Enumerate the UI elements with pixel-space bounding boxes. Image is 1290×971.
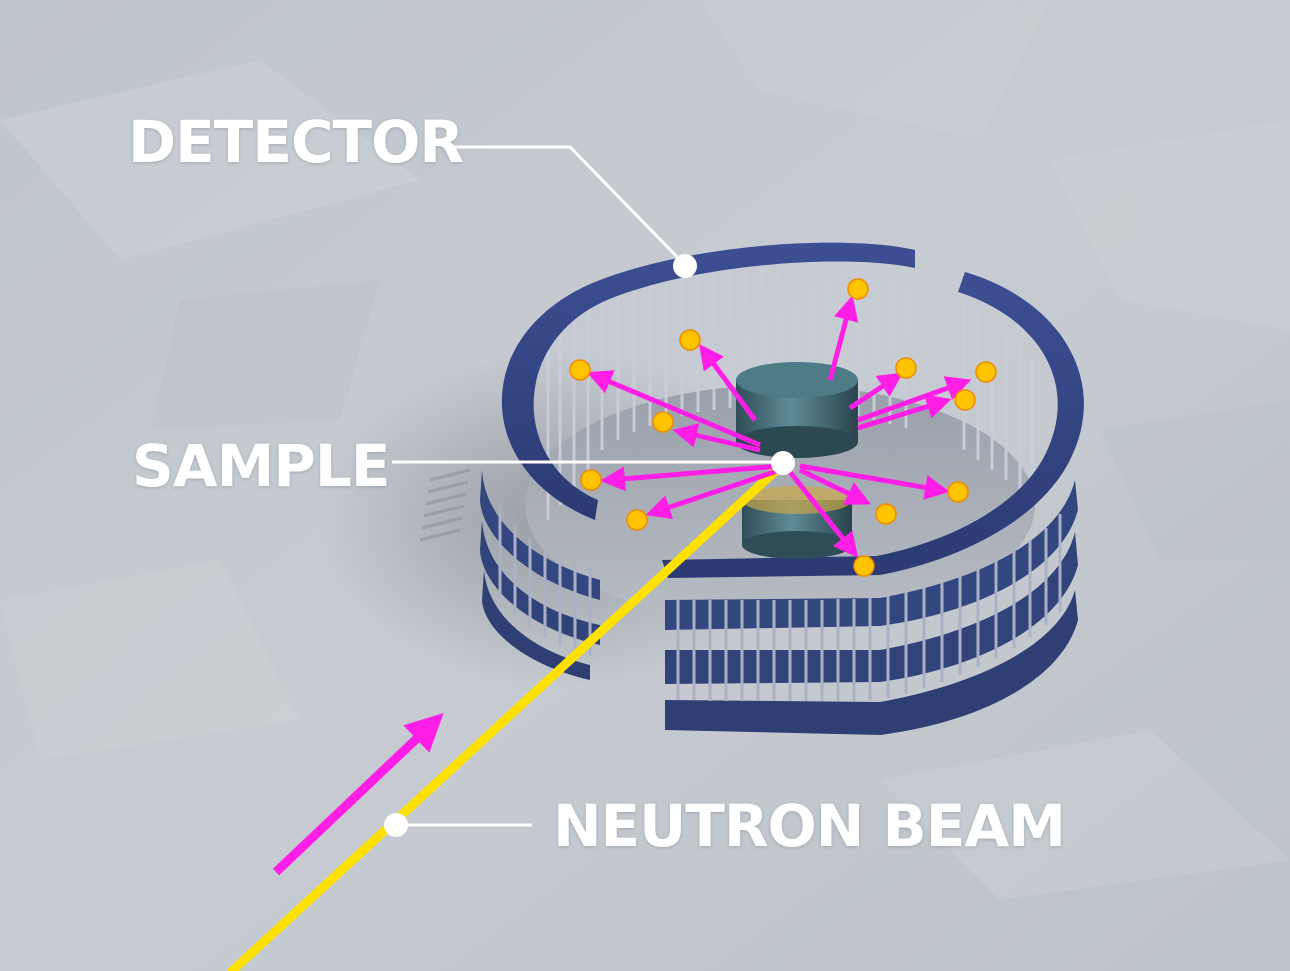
particle — [975, 361, 997, 383]
beam-direction-arrow — [272, 712, 444, 876]
particle — [875, 503, 897, 525]
particle — [954, 389, 976, 411]
particle — [947, 481, 969, 503]
sample-leader-dot — [771, 451, 795, 475]
shadow-slats — [419, 468, 471, 542]
detected-particles — [569, 278, 997, 577]
particle — [569, 359, 591, 381]
particle — [626, 509, 648, 531]
neutron-beam-label: NEUTRON BEAM — [553, 792, 1066, 860]
neutron-beam — [227, 459, 788, 971]
detector-leader-line — [445, 145, 687, 267]
particle — [895, 357, 917, 379]
particle — [580, 469, 602, 491]
callout-leaders — [392, 145, 783, 827]
detector-left-lower-rings — [480, 470, 600, 680]
scattered-neutron-arrows — [586, 295, 972, 558]
sample-cylinder — [736, 362, 858, 559]
detector-front-blades — [676, 514, 1062, 701]
beam-leader-dot — [384, 813, 408, 837]
particle — [679, 329, 701, 351]
sample-label: SAMPLE — [132, 432, 390, 500]
detector-label: DETECTOR — [128, 108, 464, 176]
floor-facets — [0, 0, 1290, 900]
particle — [652, 411, 674, 433]
particle — [853, 555, 875, 577]
detector-back-blades — [546, 259, 1034, 520]
detector-lower-rings — [665, 480, 1078, 735]
detector-leader-dot — [673, 254, 697, 278]
particle — [847, 278, 869, 300]
